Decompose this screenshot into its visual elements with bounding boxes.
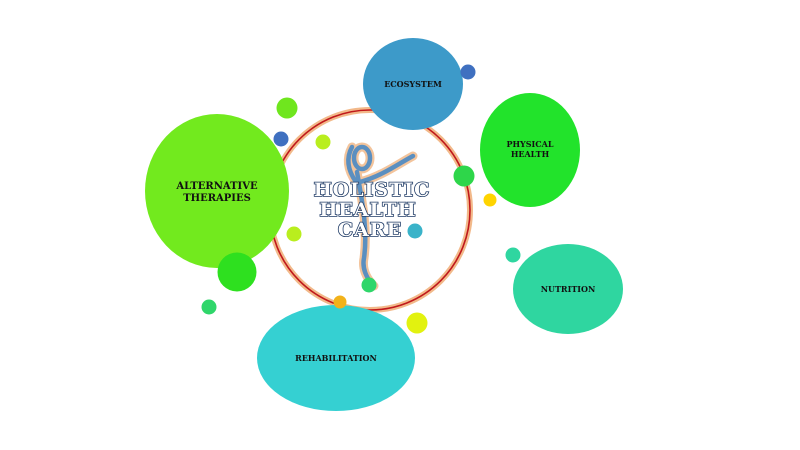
dot bbox=[276, 97, 298, 119]
svg-text:HEALTH: HEALTH bbox=[511, 149, 550, 159]
center-title-line: CARE bbox=[338, 219, 402, 241]
dot bbox=[315, 134, 331, 150]
bubble-physical-health-label: HEALTH bbox=[511, 149, 550, 159]
svg-text:NUTRITION: NUTRITION bbox=[541, 284, 596, 294]
bubble-ecosystem bbox=[363, 38, 463, 130]
dot bbox=[460, 64, 476, 80]
dot bbox=[201, 299, 217, 315]
dot bbox=[505, 247, 521, 263]
bubble-rehabilitation-label: REHABILITATION bbox=[295, 353, 377, 363]
bubble-physical-health-label: PHYSICAL bbox=[506, 139, 553, 149]
dot bbox=[483, 193, 497, 207]
svg-text:HOLISTIC: HOLISTIC bbox=[314, 179, 431, 201]
dot bbox=[453, 165, 475, 187]
svg-text:ECOSYSTEM: ECOSYSTEM bbox=[384, 79, 442, 89]
dot bbox=[333, 295, 347, 309]
svg-text:REHABILITATION: REHABILITATION bbox=[295, 353, 377, 363]
decorative-dots bbox=[201, 64, 521, 334]
bubble-nutrition bbox=[513, 244, 623, 334]
dot bbox=[217, 252, 257, 292]
bubble-alternative-therapies-label: THERAPIES bbox=[183, 193, 251, 204]
center-title-line: HOLISTIC bbox=[314, 179, 431, 201]
bubble-alternative-therapies bbox=[145, 114, 289, 268]
svg-text:PHYSICAL: PHYSICAL bbox=[506, 139, 553, 149]
dot bbox=[273, 131, 289, 147]
bubble-nutrition-label: NUTRITION bbox=[541, 284, 596, 294]
center-title-line: HEALTH bbox=[319, 199, 416, 221]
svg-text:CARE: CARE bbox=[338, 219, 402, 241]
stick-figure-icon bbox=[343, 142, 418, 291]
dot bbox=[407, 223, 423, 239]
center-title: HOLISTIC HEALTH CARE bbox=[313, 178, 431, 242]
svg-text:HEALTH: HEALTH bbox=[319, 199, 416, 221]
bubble-physical-health bbox=[480, 93, 580, 207]
svg-text:THERAPIES: THERAPIES bbox=[183, 193, 251, 204]
bubble-alternative-therapies-label: ALTERNATIVE bbox=[175, 181, 258, 192]
dot bbox=[406, 312, 428, 334]
bubble-rehabilitation bbox=[257, 305, 415, 411]
dot bbox=[361, 277, 377, 293]
dot bbox=[286, 226, 302, 242]
svg-text:ALTERNATIVE: ALTERNATIVE bbox=[175, 181, 258, 192]
bubble-ecosystem-label: ECOSYSTEM bbox=[384, 79, 442, 89]
